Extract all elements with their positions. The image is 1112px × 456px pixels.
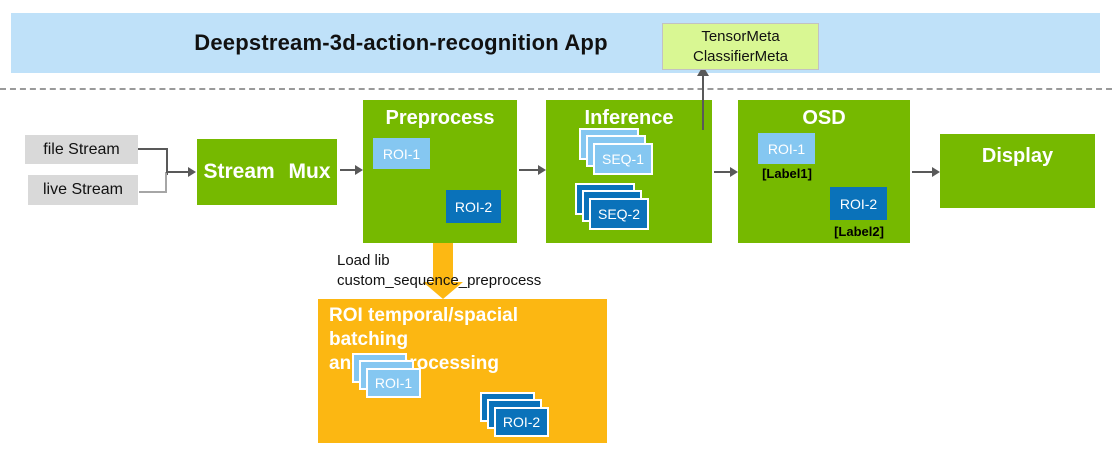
custom-preprocess-box: ROI temporal/spacial batching and prepro… [318,299,607,443]
osd-roi2-chip: ROI-2 [830,187,887,220]
app-title: Deepstream-3d-action-recognition App [194,30,608,55]
file-stream-box: file Stream [25,135,138,164]
inference-to-meta-arrow-head [697,66,709,76]
arrow-inference-to-osd [714,167,738,177]
dashed-separator [0,88,1112,90]
load-lib-line2: custom_sequence_preprocess [337,272,542,289]
display-label: Display [981,145,1054,167]
custom-title-line1: ROI temporal/spacial batching [329,305,519,350]
custom-roi2-card-front: ROI-2 [494,407,549,437]
live-stream-label: live Stream [42,181,124,198]
file-stream-connector [138,148,168,175]
arrow-sources-to-mux [166,167,196,177]
inference-title: Inference [584,107,674,129]
display-node: Display [940,134,1095,208]
stream-mux-label: Stream Mux [203,160,331,183]
custom-roi1-card-front: ROI-1 [366,368,421,398]
osd-roi1-chip: ROI-1 [758,133,815,164]
arrow-preprocess-to-inference [519,165,546,175]
osd-label1: [Label1] [762,166,812,181]
load-lib-line1: Load lib [337,252,390,269]
preprocess-to-custom-arrow-head [423,282,463,299]
inference-node: Inference SEQ-1 SEQ-2 [546,100,712,243]
preprocess-title: Preprocess [385,107,495,129]
load-lib-note: Load lib custom_sequence_preprocess [337,251,541,291]
tensormeta-box: TensorMeta ClassifierMeta [662,23,819,70]
tensormeta-line2: ClassifierMeta [692,47,789,65]
osd-title: OSD [802,107,846,129]
seq2-card-front: SEQ-2 [589,198,649,230]
live-stream-box: live Stream [28,175,138,205]
custom-box-title: ROI temporal/spacial batching and prepro… [329,304,601,376]
osd-node: OSD ROI-1 [Label1] ROI-2 [Label2] [738,100,910,243]
preprocess-to-custom-arrow-shaft [433,243,453,282]
preprocess-roi2-chip: ROI-2 [446,190,501,223]
arrow-osd-to-display [912,167,940,177]
live-stream-connector [139,172,167,193]
inference-to-meta-arrow-line [702,74,704,130]
stream-mux-node: Stream Mux [197,139,337,205]
tensormeta-line1: TensorMeta [701,27,780,45]
arrow-mux-to-preprocess [340,165,363,175]
osd-label2: [Label2] [834,224,884,239]
preprocess-node: Preprocess ROI-1 ROI-2 [363,100,517,243]
app-banner: Deepstream-3d-action-recognition App [11,13,1100,73]
preprocess-roi1-chip: ROI-1 [373,138,430,169]
seq1-card-front: SEQ-1 [593,143,653,175]
file-stream-label: file Stream [43,140,120,158]
